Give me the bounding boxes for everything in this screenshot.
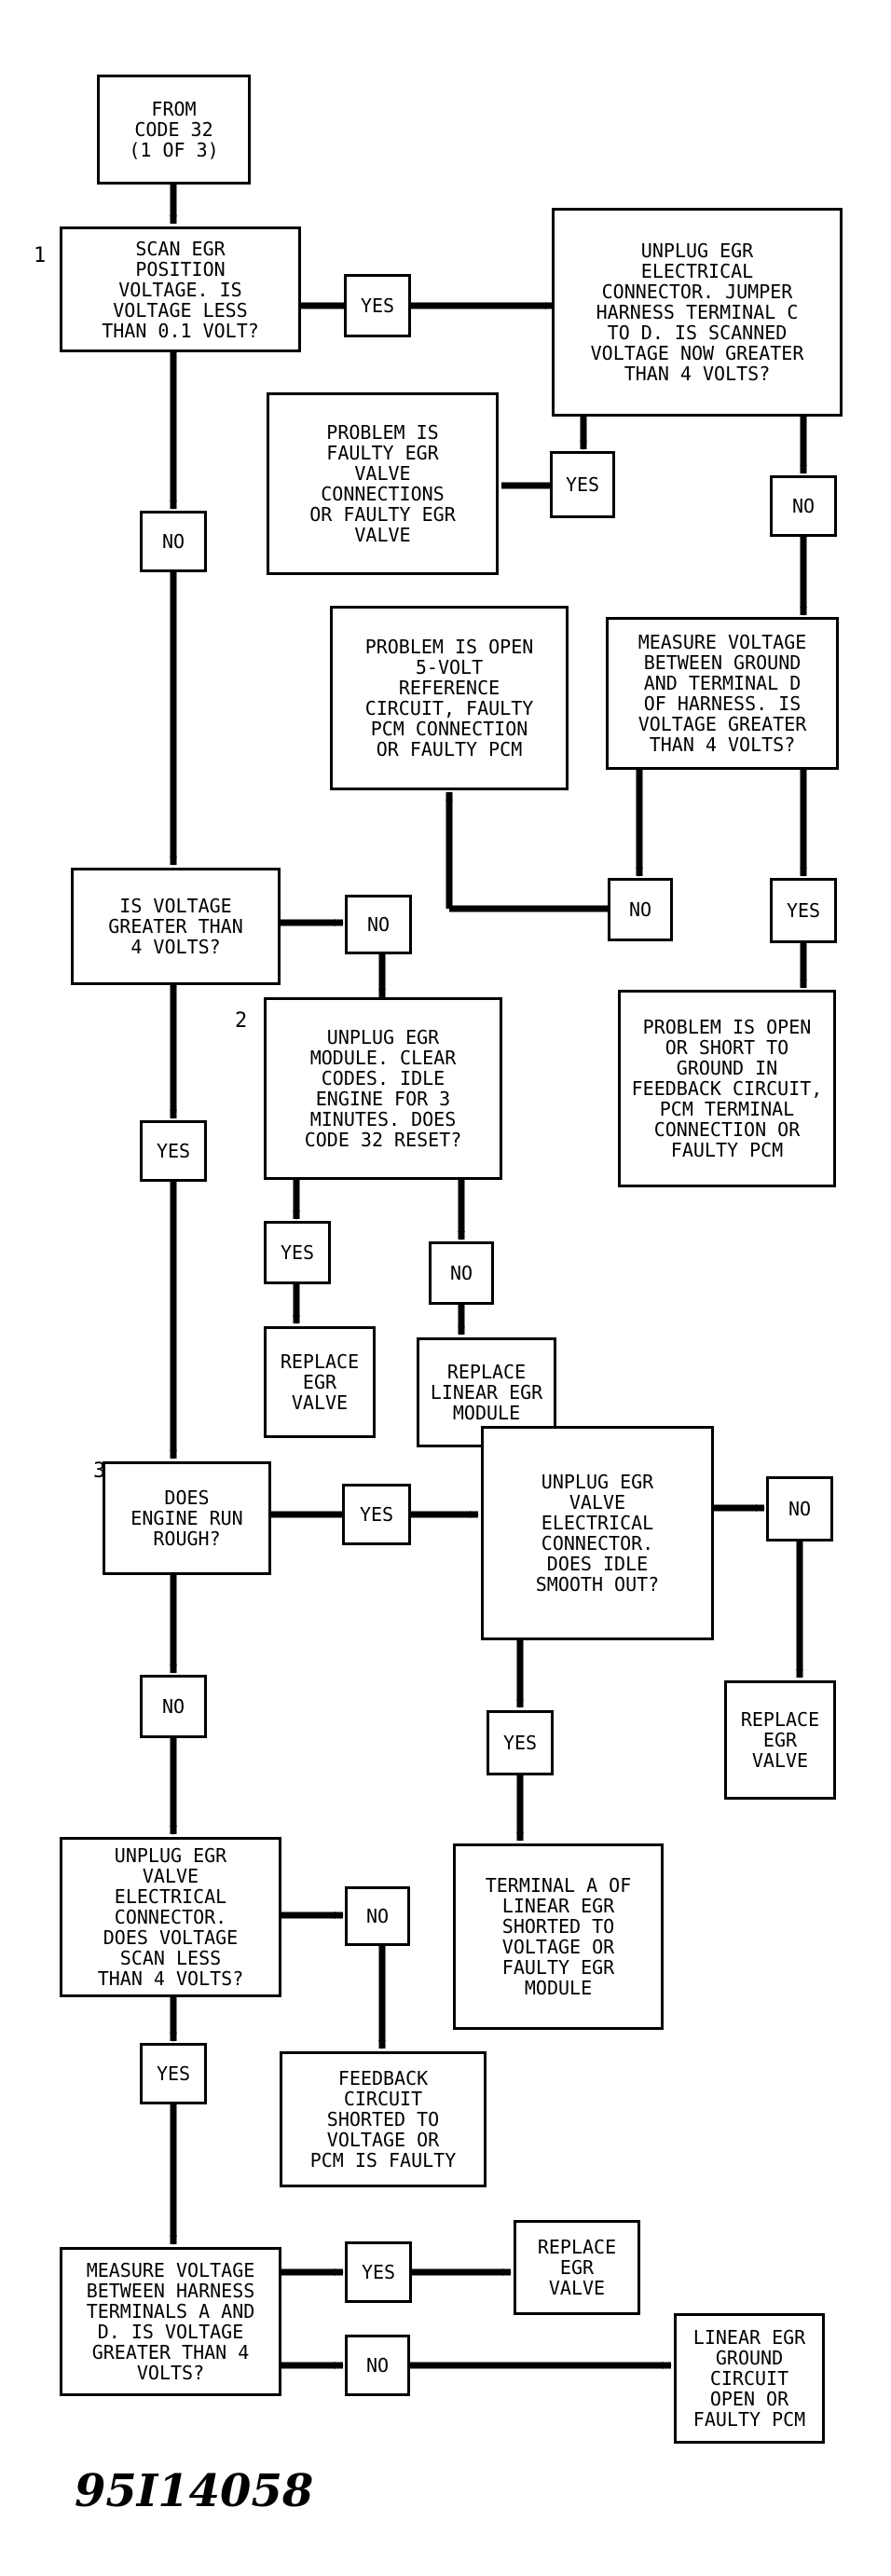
decision-run-rough: DOES ENGINE RUN ROUGH?: [103, 1461, 271, 1575]
result-open-5v-reference: PROBLEM IS OPEN 5-VOLT REFERENCE CIRCUIT…: [330, 606, 569, 790]
label-yes-q1: YES: [344, 274, 411, 337]
result-ground-circuit-open: LINEAR EGR GROUND CIRCUIT OPEN OR FAULTY…: [674, 2313, 825, 2444]
decision-idle-smooth: UNPLUG EGR VALVE ELECTRICAL CONNECTOR. D…: [481, 1426, 714, 1640]
decision-scan-less-4v: UNPLUG EGR VALVE ELECTRICAL CONNECTOR. D…: [60, 1837, 281, 1997]
result-replace-linear-egr-module: REPLACE LINEAR EGR MODULE: [417, 1337, 556, 1447]
result-replace-egr-valve-1: REPLACE EGR VALVE: [264, 1326, 376, 1438]
label-no-scan-less: NO: [345, 1886, 410, 1946]
label-yes-greater-4v: YES: [140, 1120, 207, 1182]
label-no-jumper: NO: [770, 475, 837, 537]
decision-scan-egr: SCAN EGR POSITION VOLTAGE. IS VOLTAGE LE…: [60, 226, 301, 352]
step-number-2: 2: [235, 1009, 248, 1033]
decision-greater-4v: IS VOLTAGE GREATER THAN 4 VOLTS?: [71, 868, 281, 985]
result-replace-egr-valve-2: REPLACE EGR VALVE: [724, 1680, 836, 1800]
result-terminal-a-shorted: TERMINAL A OF LINEAR EGR SHORTED TO VOLT…: [453, 1843, 664, 2030]
label-yes-measure-d: YES: [770, 878, 837, 943]
label-no-run-rough: NO: [140, 1675, 207, 1738]
label-yes-jumper: YES: [550, 451, 615, 518]
label-yes-run-rough: YES: [342, 1484, 411, 1545]
step-number-1: 1: [34, 244, 47, 267]
result-feedback-shorted: FEEDBACK CIRCUIT SHORTED TO VOLTAGE OR P…: [280, 2051, 487, 2187]
decision-measure-a-d: MEASURE VOLTAGE BETWEEN HARNESS TERMINAL…: [60, 2247, 281, 2396]
label-no-measure-d: NO: [608, 878, 673, 941]
label-no-module: NO: [429, 1241, 494, 1305]
label-yes-module: YES: [264, 1221, 331, 1284]
decision-unplug-jumper: UNPLUG EGR ELECTRICAL CONNECTOR. JUMPER …: [552, 208, 843, 417]
result-faulty-valve-connections: PROBLEM IS FAULTY EGR VALVE CONNECTIONS …: [267, 392, 499, 575]
label-yes-measure-a-d: YES: [345, 2241, 412, 2303]
step-number-3: 3: [93, 1459, 106, 1483]
decision-measure-ground-d: MEASURE VOLTAGE BETWEEN GROUND AND TERMI…: [606, 617, 839, 770]
label-no-q1: NO: [140, 511, 207, 572]
label-no-measure-a-d: NO: [345, 2335, 410, 2396]
figure-id: 95I14058: [75, 2465, 314, 2517]
decision-unplug-module: UNPLUG EGR MODULE. CLEAR CODES. IDLE ENG…: [264, 997, 502, 1180]
result-replace-egr-valve-3: REPLACE EGR VALVE: [514, 2220, 640, 2315]
label-no-greater-4v: NO: [345, 895, 412, 954]
result-open-feedback: PROBLEM IS OPEN OR SHORT TO GROUND IN FE…: [618, 990, 836, 1187]
label-no-idle-smooth: NO: [766, 1476, 833, 1541]
label-yes-idle-smooth: YES: [487, 1710, 554, 1775]
start-box: FROM CODE 32 (1 OF 3): [97, 75, 251, 185]
label-yes-scan-less: YES: [140, 2043, 207, 2104]
